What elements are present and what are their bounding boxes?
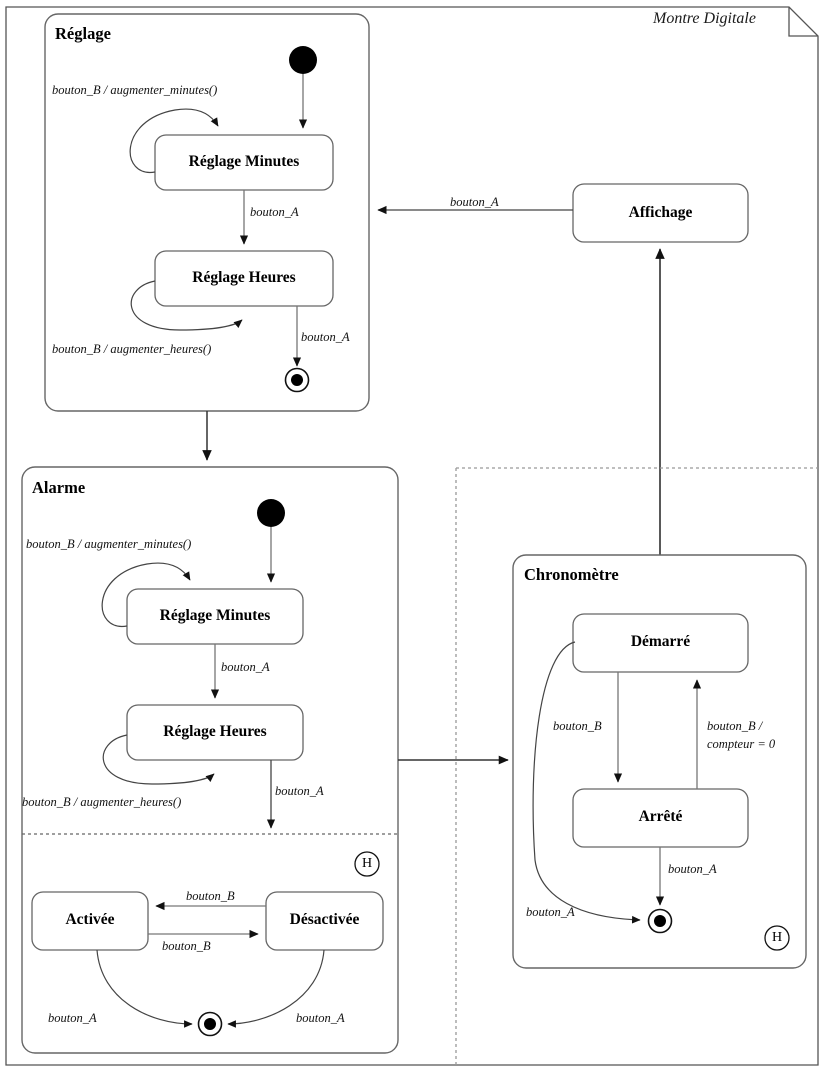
transition-reglage-heures-self bbox=[130, 280, 243, 331]
history-state-chronometre bbox=[764, 925, 790, 951]
transition-desactivee-to-final bbox=[227, 949, 325, 1028]
state-label-demarre: Démarré bbox=[630, 633, 691, 650]
state-desactivee[interactable] bbox=[265, 891, 384, 951]
state-label-affichage: Affichage bbox=[628, 204, 693, 221]
state-label-activee: Activée bbox=[65, 911, 115, 928]
transition-alarme-minutes-self bbox=[101, 562, 191, 627]
transition-activee-to-final bbox=[96, 949, 193, 1028]
transition-label-desactivee-to-final: bouton_A bbox=[296, 1011, 345, 1025]
transition-label-affichage-to-reglage: bouton_A bbox=[450, 195, 499, 209]
history-label-chronometre: H bbox=[772, 930, 783, 945]
transition-label-desactivee-to-activee: bouton_B bbox=[186, 889, 235, 903]
transition-label-activee-to-desactivee: bouton_B bbox=[162, 939, 211, 953]
state-label-arrete: Arrêté bbox=[638, 808, 683, 825]
final-state-reglage bbox=[284, 367, 310, 393]
diagram-title: Montre Digitale bbox=[653, 10, 756, 27]
final-state-chronometre bbox=[647, 908, 673, 934]
transition-label-reglage-heures-self: bouton_B / augmenter_heures() bbox=[52, 342, 212, 356]
region-label-alarme: Alarme bbox=[32, 478, 86, 497]
state-label-desactivee: Désactivée bbox=[289, 911, 360, 928]
state-label-alarme-reglage-minutes: Réglage Minutes bbox=[159, 607, 271, 624]
region-separator-dashed bbox=[455, 467, 818, 1065]
state-alarme-reglage-heures[interactable] bbox=[126, 704, 304, 761]
note-fold-icon bbox=[788, 7, 818, 37]
transition-label-alarme-heures-to-region2: bouton_A bbox=[275, 784, 324, 798]
transition-label-alarme-heures-self: bouton_B / augmenter_heures() bbox=[22, 795, 182, 809]
region-label-reglage: Réglage bbox=[55, 24, 111, 43]
transition-label-demarre-to-arrete: bouton_B bbox=[553, 719, 602, 733]
transition-demarre-to-final bbox=[532, 641, 641, 924]
state-label-alarme-reglage-heures: Réglage Heures bbox=[163, 723, 267, 740]
transition-label-activee-to-final: bouton_A bbox=[48, 1011, 97, 1025]
history-state-alarme bbox=[354, 851, 380, 877]
state-affichage[interactable] bbox=[572, 183, 749, 243]
region-label-chronometre: Chronomètre bbox=[524, 565, 619, 584]
transition-label-arrete-to-demarre-line1: bouton_B / bbox=[707, 719, 763, 733]
state-activee[interactable] bbox=[31, 891, 149, 951]
transition-label-reglage-minutes-self: bouton_B / augmenter_minutes() bbox=[52, 83, 218, 97]
transition-label-reglage-heures-to-final: bouton_A bbox=[301, 330, 350, 344]
state-label-reglage-heures: Réglage Heures bbox=[192, 269, 296, 286]
transition-label-arrete-to-final: bouton_A bbox=[668, 862, 717, 876]
initial-state-reglage bbox=[289, 46, 317, 74]
state-label-reglage-minutes: Réglage Minutes bbox=[188, 153, 300, 170]
transition-label-arrete-to-demarre-line2: compteur = 0 bbox=[707, 737, 776, 751]
transition-label-reglage-minutes-to-heures: bouton_A bbox=[250, 205, 299, 219]
transition-label-alarme-minutes-self: bouton_B / augmenter_minutes() bbox=[26, 537, 192, 551]
transition-reglage-minutes-self bbox=[129, 108, 219, 173]
transition-label-demarre-to-final: bouton_A bbox=[526, 905, 575, 919]
transition-label-alarme-minutes-to-heures: bouton_A bbox=[221, 660, 270, 674]
final-state-alarme bbox=[197, 1011, 223, 1037]
history-label-alarme: H bbox=[362, 856, 373, 871]
initial-state-alarme bbox=[257, 499, 285, 527]
state-reglage-heures[interactable] bbox=[154, 250, 334, 307]
transition-alarme-heures-self bbox=[102, 734, 215, 785]
